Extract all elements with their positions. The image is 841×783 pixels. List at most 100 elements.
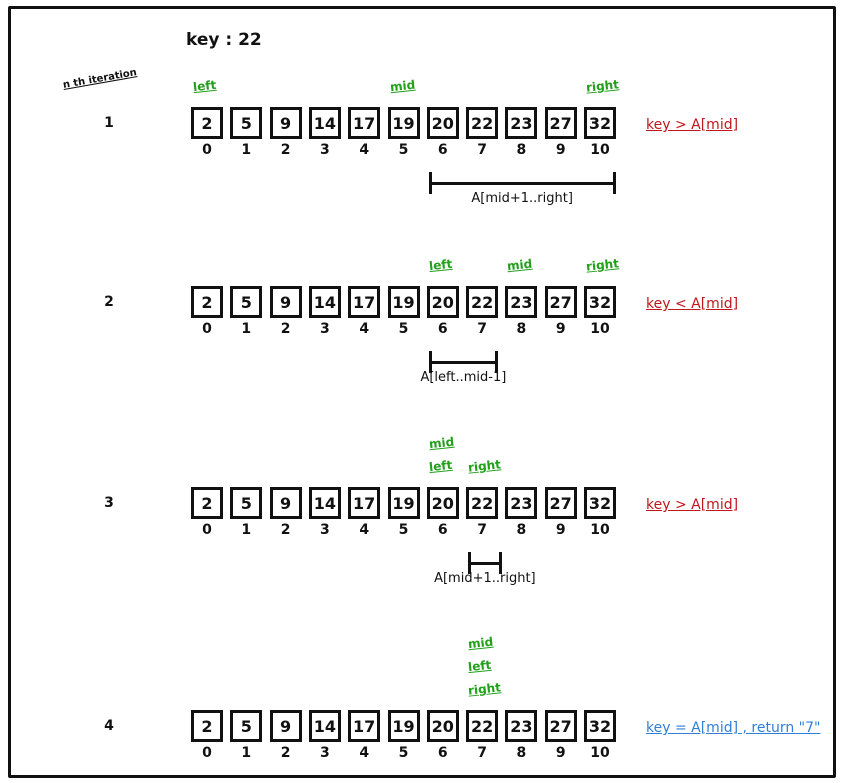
- pointer-left: left: [428, 457, 453, 475]
- array-cell: 20: [426, 487, 459, 519]
- pointer-left: left: [428, 256, 453, 274]
- array-cell: 9: [269, 710, 302, 742]
- array-index: 7: [477, 142, 487, 158]
- pointer-left: left: [467, 657, 492, 675]
- array-index: 7: [477, 745, 487, 761]
- array-cell: 14: [308, 487, 341, 519]
- array-cell: 32: [584, 487, 616, 519]
- array-index: 4: [359, 522, 370, 538]
- array-cell: 14: [308, 107, 341, 139]
- iteration-number: 2: [104, 294, 114, 310]
- iteration-number: 3: [104, 495, 114, 511]
- array-index: 6: [437, 522, 448, 538]
- range-bracket-line: [468, 562, 503, 565]
- range-bracket-line: [428, 182, 616, 185]
- range-bracket-tick: [495, 351, 499, 373]
- range-label: A[mid+1..right]: [471, 191, 573, 206]
- array-index: 9: [555, 522, 566, 538]
- pointer-mid: mid: [388, 77, 416, 95]
- array-cell: 17: [348, 487, 381, 519]
- array-cell: 27: [544, 710, 577, 742]
- array-cell: 17: [348, 107, 381, 139]
- array-cell: 22: [466, 710, 499, 742]
- array-index: 3: [320, 745, 330, 761]
- array-cell: 27: [544, 487, 577, 519]
- array-cell: 2: [191, 710, 223, 742]
- array-index: 10: [590, 321, 610, 337]
- array-index: 5: [398, 745, 409, 761]
- iteration-number: 4: [104, 718, 114, 734]
- comparison-text: key < A[mid]: [646, 296, 739, 312]
- array-index: 3: [320, 321, 330, 337]
- pointer-mid: mid: [506, 256, 534, 274]
- array-cell: 2: [191, 107, 223, 139]
- array-index: 5: [398, 142, 409, 158]
- array-cell: 20: [426, 107, 459, 139]
- array-cell: 9: [269, 487, 302, 519]
- iteration-number: 1: [104, 115, 114, 131]
- array-index: 8: [516, 321, 527, 337]
- array-index: 2: [280, 745, 291, 761]
- array-cell: 20: [426, 710, 459, 742]
- array-cell: 9: [269, 107, 302, 139]
- array-index: 9: [555, 745, 566, 761]
- array-cell: 19: [387, 710, 420, 742]
- array-index: 1: [241, 745, 252, 761]
- array-cell: 23: [505, 487, 538, 519]
- array-index: 7: [477, 321, 487, 337]
- array-cell: 2: [191, 487, 223, 519]
- range-bracket-line: [428, 361, 499, 364]
- array-cell: 5: [230, 286, 263, 318]
- array-index: 6: [437, 321, 448, 337]
- array-cell: 23: [505, 286, 538, 318]
- array-cell: 22: [466, 286, 499, 318]
- comparison-text: key > A[mid]: [646, 117, 739, 133]
- array-cell: 23: [505, 710, 538, 742]
- range-label: A[mid+1..right]: [434, 571, 536, 586]
- array-index: 8: [516, 522, 527, 538]
- array-cell: 5: [230, 487, 263, 519]
- array-cell: 27: [544, 286, 577, 318]
- pointer-mid: mid: [467, 634, 494, 652]
- array-index: 10: [590, 522, 610, 538]
- range-bracket-tick: [613, 172, 616, 194]
- array-cell: 32: [584, 710, 616, 742]
- array-cell: 5: [230, 107, 263, 139]
- pointer-mid: mid: [428, 434, 455, 452]
- array-cell: 5: [230, 710, 263, 742]
- array-index: 0: [202, 321, 212, 337]
- array-index: 7: [477, 522, 487, 538]
- array-index: 9: [555, 142, 566, 158]
- array-index: 3: [320, 142, 330, 158]
- array-index: 5: [398, 321, 409, 337]
- array-index: 8: [516, 142, 527, 158]
- array-cell: 32: [584, 286, 616, 318]
- range-bracket-tick: [428, 172, 432, 194]
- array-index: 3: [320, 522, 330, 538]
- range-bracket-tick: [499, 552, 503, 574]
- array-index: 4: [359, 321, 370, 337]
- array-index: 0: [202, 745, 212, 761]
- array-cell: 20: [426, 286, 459, 318]
- array-index: 5: [398, 522, 409, 538]
- array-cell: 19: [387, 107, 420, 139]
- range-label: A[left..mid-1]: [420, 370, 507, 385]
- array-index: 1: [241, 321, 252, 337]
- range-bracket-tick: [468, 552, 472, 574]
- array-cell: 17: [348, 710, 381, 742]
- array-index: 4: [359, 745, 370, 761]
- array-cell: 14: [308, 286, 341, 318]
- pointer-left: left: [192, 77, 217, 95]
- range-bracket-tick: [428, 351, 432, 373]
- array-index: 2: [280, 142, 291, 158]
- array-cell: 23: [505, 107, 538, 139]
- array-cell: 22: [466, 487, 499, 519]
- array-index: 8: [516, 745, 527, 761]
- array-cell: 27: [544, 107, 577, 139]
- array-index: 6: [437, 745, 448, 761]
- array-index: 1: [241, 522, 252, 538]
- array-cell: 9: [269, 286, 302, 318]
- comparison-text: key = A[mid] , return "7": [646, 720, 821, 736]
- array-index: 4: [359, 142, 370, 158]
- array-cell: 14: [308, 710, 341, 742]
